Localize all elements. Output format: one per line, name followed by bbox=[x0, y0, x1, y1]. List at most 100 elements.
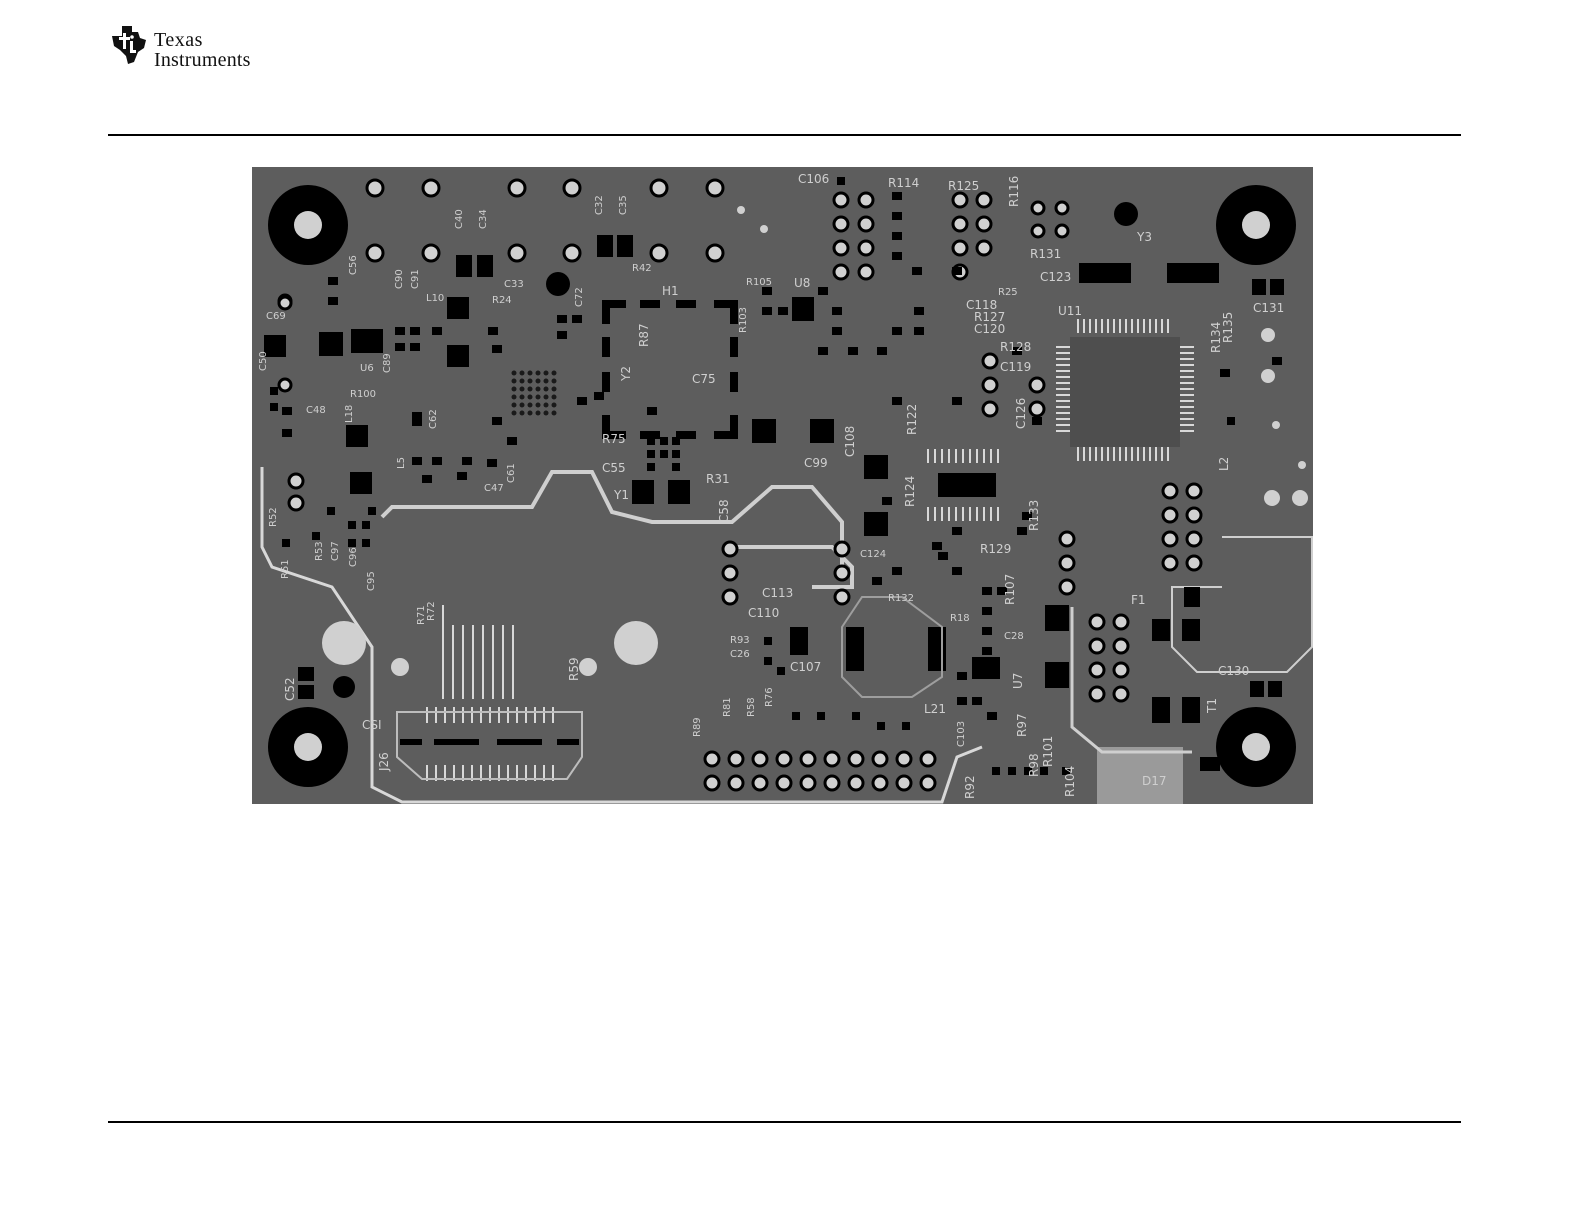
label-r42: R42 bbox=[632, 263, 652, 274]
label-r114: R114 bbox=[888, 176, 919, 190]
label-r98: R98 bbox=[1027, 753, 1041, 777]
label-c126: C126 bbox=[1014, 398, 1028, 429]
label-r18: R18 bbox=[950, 613, 970, 624]
label-c110: C110 bbox=[748, 606, 779, 620]
label-c99: C99 bbox=[804, 456, 828, 470]
label-r129: R129 bbox=[980, 542, 1011, 556]
label-y2: Y2 bbox=[619, 366, 633, 382]
label-c89: C89 bbox=[382, 353, 393, 373]
label-c47: C47 bbox=[484, 483, 504, 494]
label-r87: R87 bbox=[637, 323, 651, 347]
label-c62: C62 bbox=[428, 409, 439, 429]
label-r53: R53 bbox=[314, 541, 325, 561]
label-c34: C34 bbox=[478, 209, 489, 229]
label-r104: R104 bbox=[1063, 766, 1077, 797]
label-r128: R128 bbox=[1000, 340, 1031, 354]
label-r93: R93 bbox=[730, 635, 750, 646]
ti-logo: Texas Instruments bbox=[108, 24, 308, 70]
label-c130: C130 bbox=[1218, 664, 1249, 678]
label-r25: R25 bbox=[998, 287, 1018, 298]
label-r132: R132 bbox=[888, 593, 914, 604]
label-y3: Y3 bbox=[1136, 230, 1152, 244]
label-r105: R105 bbox=[746, 277, 772, 288]
label-r89: R89 bbox=[692, 717, 703, 737]
label-r97: R97 bbox=[1015, 713, 1029, 737]
label-l18: L18 bbox=[344, 405, 355, 423]
ti-wordmark: Texas Instruments bbox=[154, 30, 251, 70]
label-c118: C118 bbox=[966, 298, 997, 312]
label-c108: C108 bbox=[843, 426, 857, 457]
label-c107: C107 bbox=[790, 660, 821, 674]
label-csi: CSI bbox=[362, 718, 382, 732]
label-r135: R135 bbox=[1221, 312, 1235, 343]
label-r101: R101 bbox=[1041, 736, 1055, 767]
label-c97: C97 bbox=[330, 541, 341, 561]
label-r72: R72 bbox=[426, 601, 437, 621]
label-c75: C75 bbox=[692, 372, 716, 386]
label-r131: R131 bbox=[1030, 247, 1061, 261]
label-r58: R58 bbox=[746, 697, 757, 717]
label-c103: C103 bbox=[956, 721, 967, 747]
label-c91: C91 bbox=[410, 269, 421, 289]
label-y1: Y1 bbox=[613, 488, 629, 502]
label-r51: R51 bbox=[280, 559, 291, 579]
mounting-hole-bl bbox=[268, 707, 348, 787]
label-c90: C90 bbox=[394, 269, 405, 289]
header-rule bbox=[108, 134, 1461, 136]
label-r134: R134 bbox=[1209, 322, 1223, 353]
label-r122: R122 bbox=[905, 404, 919, 435]
label-l2: L2 bbox=[1217, 457, 1231, 471]
label-c96: C96 bbox=[348, 547, 359, 567]
label-c123: C123 bbox=[1040, 270, 1071, 284]
label-f1: F1 bbox=[1131, 593, 1146, 607]
label-c113: C113 bbox=[762, 586, 793, 600]
pcb-layout-figure: C106 R114 R125 R116 R131 C123 Y3 U11 R25… bbox=[252, 167, 1313, 804]
label-c55: C55 bbox=[602, 461, 626, 475]
label-c32: C32 bbox=[594, 195, 605, 215]
label-c61: C61 bbox=[506, 463, 517, 483]
label-c28: C28 bbox=[1004, 631, 1024, 642]
label-r107: R107 bbox=[1003, 574, 1017, 605]
label-l5: L5 bbox=[396, 457, 407, 469]
label-r24: R24 bbox=[492, 295, 512, 306]
brand-line-1: Texas bbox=[154, 29, 203, 51]
label-r75: R75 bbox=[602, 432, 626, 446]
label-c33: C33 bbox=[504, 279, 524, 290]
label-c40: C40 bbox=[454, 209, 465, 229]
label-r71: R71 bbox=[416, 605, 427, 625]
label-l21: L21 bbox=[924, 702, 946, 716]
label-r81: R81 bbox=[722, 697, 733, 717]
label-c120: C120 bbox=[974, 322, 1005, 336]
mounting-hole-br bbox=[1216, 707, 1296, 787]
label-r125: R125 bbox=[948, 179, 979, 193]
label-c131: C131 bbox=[1253, 301, 1284, 315]
label-r100: R100 bbox=[350, 389, 376, 400]
label-r31: R31 bbox=[706, 472, 730, 486]
label-h1: H1 bbox=[662, 284, 679, 298]
label-r133: R133 bbox=[1027, 500, 1041, 531]
label-u7: U7 bbox=[1011, 673, 1025, 689]
label-c48: C48 bbox=[306, 405, 326, 416]
label-c26: C26 bbox=[730, 649, 750, 660]
label-c124: C124 bbox=[860, 549, 886, 560]
label-r116: R116 bbox=[1007, 176, 1021, 207]
label-d17: D17 bbox=[1142, 774, 1167, 788]
ti-logo-icon bbox=[112, 26, 146, 64]
label-u8: U8 bbox=[794, 276, 810, 290]
label-u11: U11 bbox=[1058, 304, 1082, 318]
label-c35: C35 bbox=[618, 195, 629, 215]
copper-area bbox=[1097, 747, 1183, 804]
label-c52: C52 bbox=[283, 677, 297, 701]
label-r59: R59 bbox=[567, 657, 581, 681]
label-c56: C56 bbox=[348, 255, 359, 275]
label-t1: T1 bbox=[1205, 698, 1219, 714]
label-c72: C72 bbox=[574, 287, 585, 307]
label-c50: C50 bbox=[258, 351, 269, 371]
brand-line-2: Instruments bbox=[154, 49, 251, 71]
label-c106: C106 bbox=[798, 172, 829, 186]
label-c95: C95 bbox=[366, 571, 377, 591]
label-u6: U6 bbox=[360, 363, 374, 374]
label-j26: J26 bbox=[377, 752, 391, 772]
pcb-layout-svg: C106 R114 R125 R116 R131 C123 Y3 U11 R25… bbox=[252, 167, 1313, 804]
label-c58: C58 bbox=[717, 499, 731, 523]
